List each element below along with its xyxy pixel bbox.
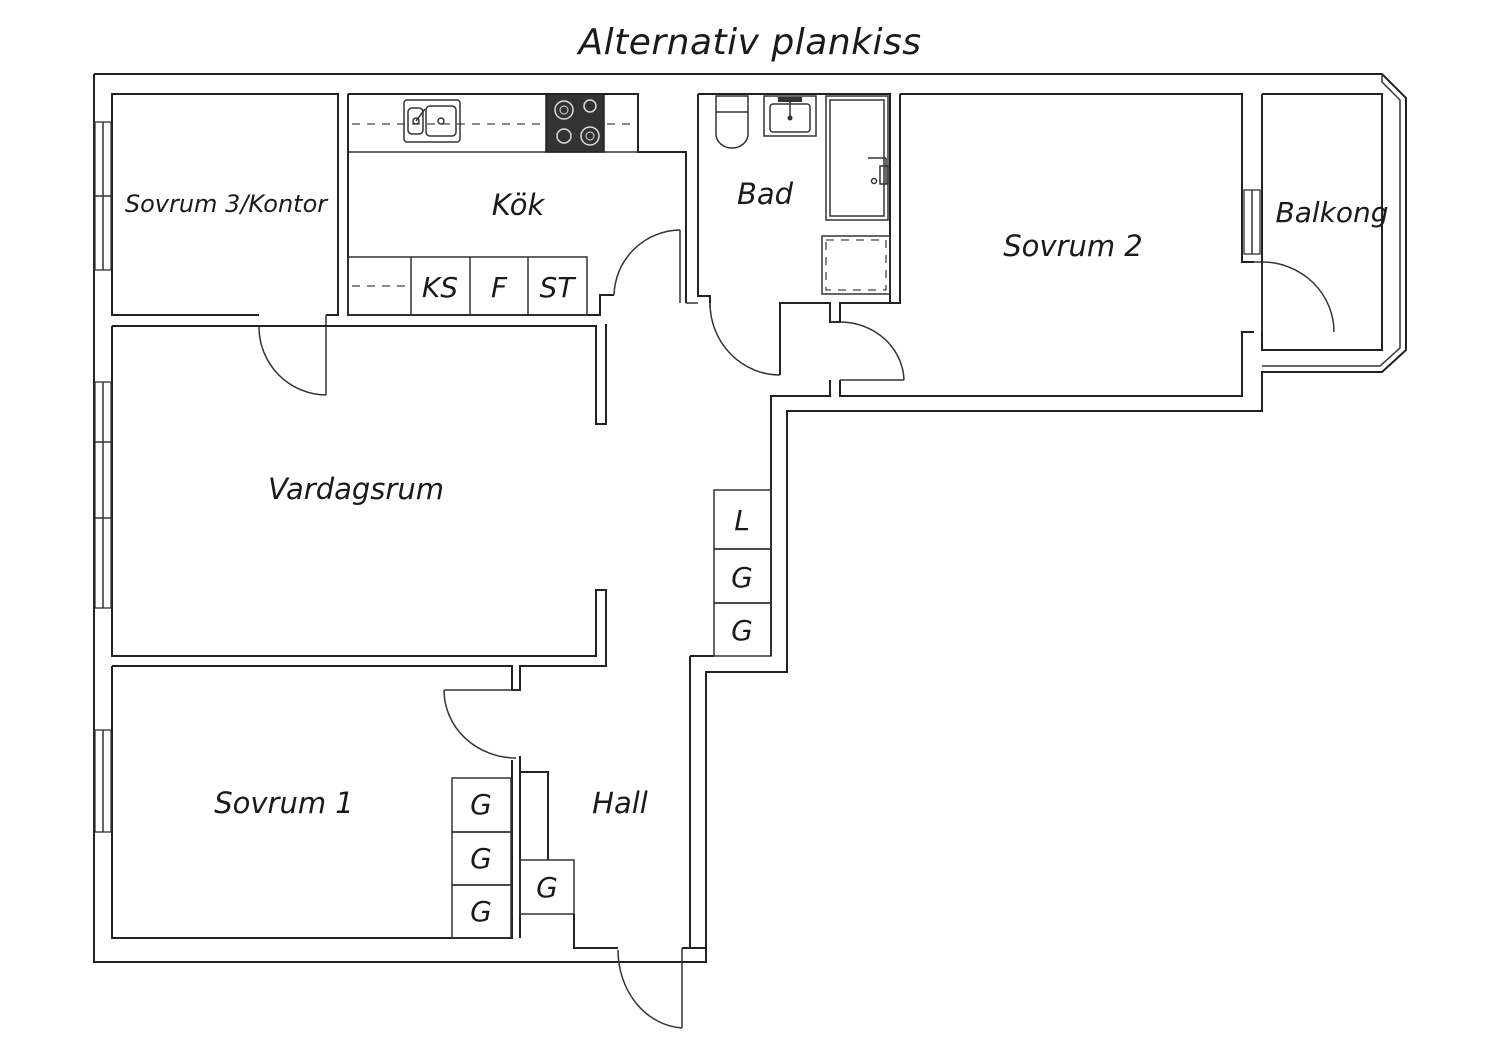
toilet-icon <box>715 95 749 149</box>
room-vardagsrum <box>94 324 607 691</box>
bathtub-icon <box>825 95 889 221</box>
label-wardrobe-hall-1: G <box>731 561 753 594</box>
room-sovrum1 <box>94 666 521 939</box>
label-sovrum1: Sovrum 1 <box>214 786 354 820</box>
label-stove: ST <box>540 271 577 304</box>
room-sovrum3 <box>94 93 339 396</box>
label-fridge: F <box>491 271 508 304</box>
label-wardrobe-s1-2: G <box>470 842 492 875</box>
label-linen: L <box>734 504 750 537</box>
sink-icon <box>403 99 461 143</box>
room-hall <box>519 380 831 1029</box>
label-kok: Kök <box>492 188 546 222</box>
door-swing-icon <box>613 229 681 303</box>
room-bad <box>686 93 891 376</box>
label-wardrobe-s1-3: G <box>470 895 492 928</box>
label-bad: Bad <box>737 177 794 211</box>
label-wardrobe-s1-1: G <box>470 788 492 821</box>
door-swing-icon <box>443 689 520 759</box>
door-swing-icon <box>1261 261 1335 333</box>
label-wardrobe-hall-3: G <box>536 871 558 904</box>
plan-title: Alternativ plankiss <box>578 22 922 63</box>
room-kok <box>347 93 687 316</box>
washbasin-icon <box>763 95 817 137</box>
label-hall: Hall <box>592 786 648 820</box>
stove-icon <box>545 93 605 153</box>
door-swing-icon <box>830 321 905 381</box>
label-vardagsrum: Vardagsrum <box>268 472 444 506</box>
door-swing-icon <box>258 315 327 396</box>
label-sovrum2: Sovrum 2 <box>1003 229 1143 263</box>
label-sovrum3: Sovrum 3/Kontor <box>125 190 329 218</box>
label-freezer: KS <box>422 271 458 304</box>
label-wardrobe-hall-2: G <box>731 614 753 647</box>
outer-walls <box>93 73 1407 963</box>
label-balkong: Balkong <box>1275 196 1388 229</box>
room-sovrum2 <box>830 93 1262 397</box>
door-swing-icon <box>617 948 683 1029</box>
door-swing-icon <box>709 302 781 376</box>
room-balkong <box>1261 93 1383 351</box>
